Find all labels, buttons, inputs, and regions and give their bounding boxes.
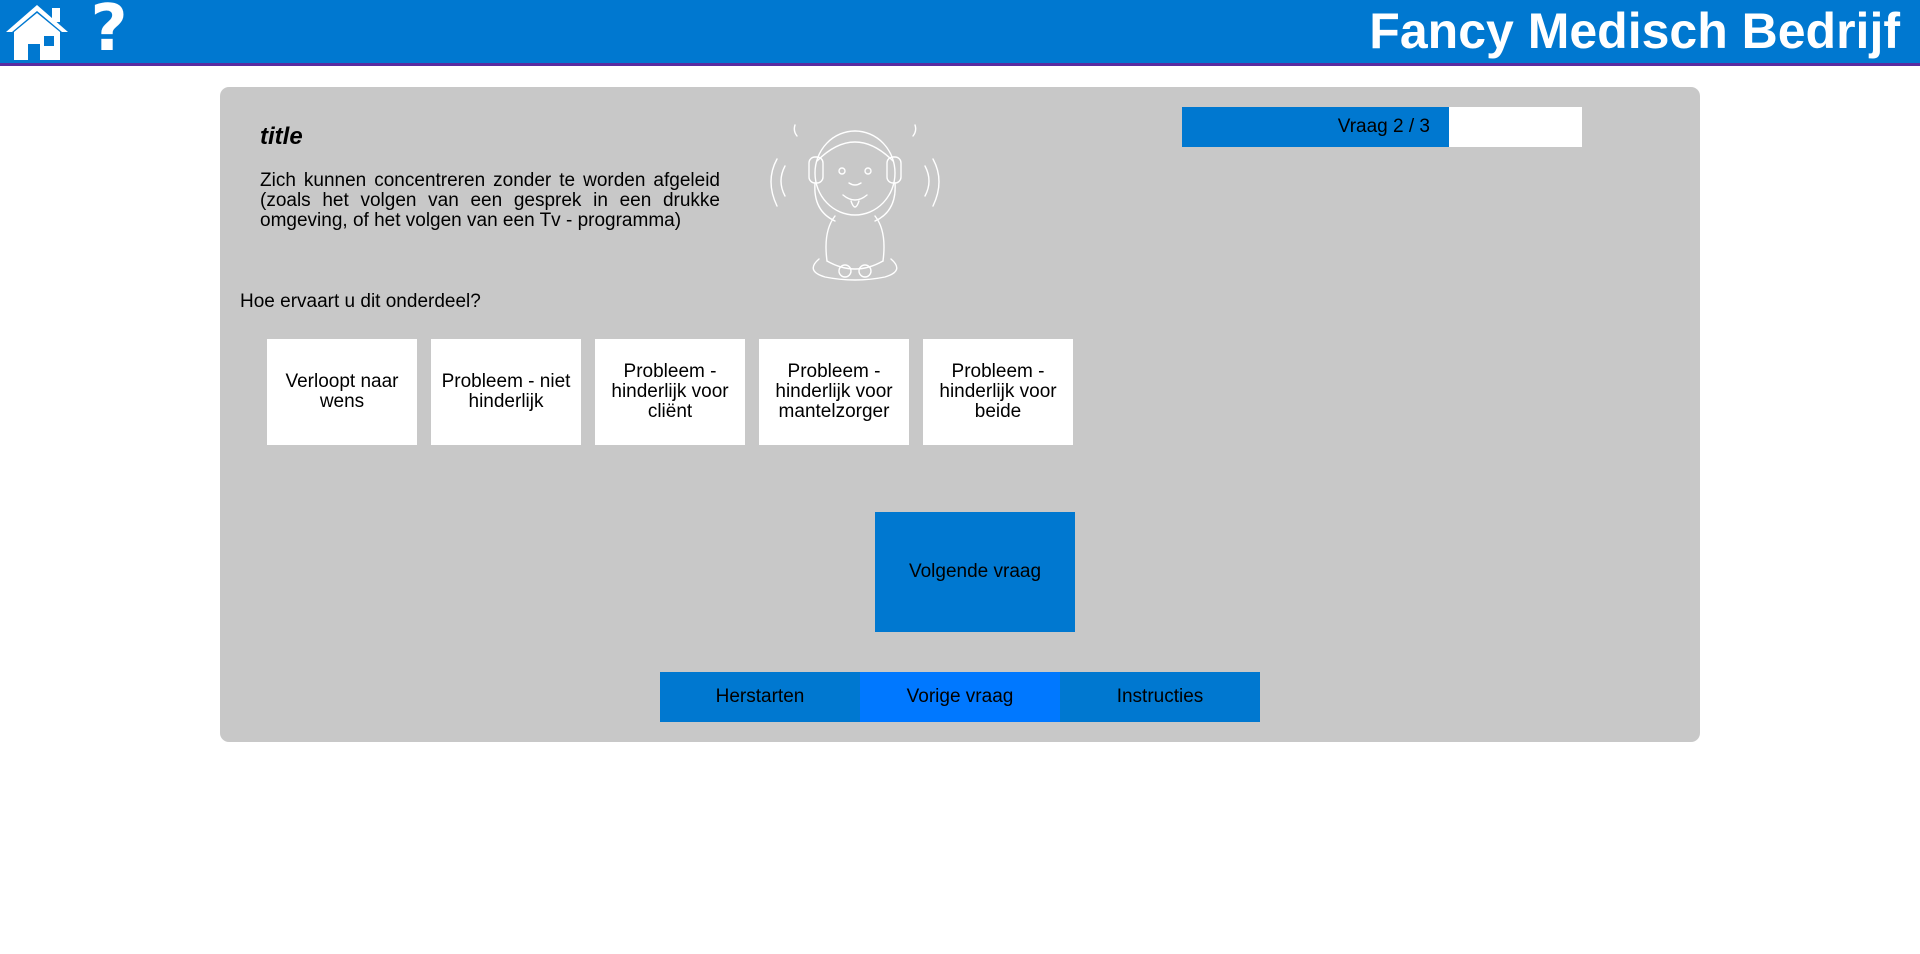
progress-label: Vraag 2 / 3 [1337, 116, 1430, 137]
progress-bar-fill [1182, 107, 1449, 147]
brand-title: Fancy Medisch Bedrijf [1369, 3, 1900, 59]
progress-bar: Vraag 2 / 3 [1182, 107, 1582, 147]
option-hinderlijk-client[interactable]: Probleem - hinderlijk voor cliënt [595, 339, 745, 445]
restart-button[interactable]: Herstarten [660, 672, 860, 722]
next-question-label: Volgende vraag [908, 561, 1042, 582]
answer-options: Verloopt naar wens Probleem - niet hinde… [267, 339, 1073, 445]
question-description: Zich kunnen concentreren zonder te worde… [260, 170, 720, 231]
instructions-button[interactable]: Instructies [1060, 672, 1260, 722]
person-covering-ears-icon [770, 124, 940, 281]
question-panel: title Zich kunnen concentreren zonder te… [220, 87, 1700, 742]
option-verloopt-naar-wens[interactable]: Verloopt naar wens [267, 339, 417, 445]
option-label: Probleem - hinderlijk voor beide [939, 361, 1057, 422]
option-label: Probleem - hinderlijk voor cliënt [611, 361, 729, 422]
bottom-navigation: Herstarten Vorige vraag Instructies [660, 672, 1260, 722]
option-hinderlijk-beide[interactable]: Probleem - hinderlijk voor beide [923, 339, 1073, 445]
option-probleem-niet-hinderlijk[interactable]: Probleem - niet hinderlijk [431, 339, 581, 445]
question-mark-icon[interactable]: ? [90, 0, 128, 66]
next-question-button[interactable]: Volgende vraag [875, 512, 1075, 632]
question-prompt: Hoe ervaart u dit onderdeel? [240, 291, 481, 312]
option-hinderlijk-mantelzorger[interactable]: Probleem - hinderlijk voor mantelzorger [759, 339, 909, 445]
home-icon[interactable] [4, 2, 70, 62]
previous-question-label: Vorige vraag [906, 686, 1014, 707]
option-label: Verloopt naar wens [285, 371, 399, 412]
instructions-label: Instructies [1116, 686, 1204, 707]
app-header: ? Fancy Medisch Bedrijf [0, 0, 1920, 66]
option-label: Probleem - hinderlijk voor mantelzorger [775, 361, 893, 422]
option-label: Probleem - niet hinderlijk [441, 371, 571, 412]
restart-label: Herstarten [715, 686, 805, 707]
question-title: title [260, 123, 303, 150]
previous-question-button[interactable]: Vorige vraag [860, 672, 1060, 722]
